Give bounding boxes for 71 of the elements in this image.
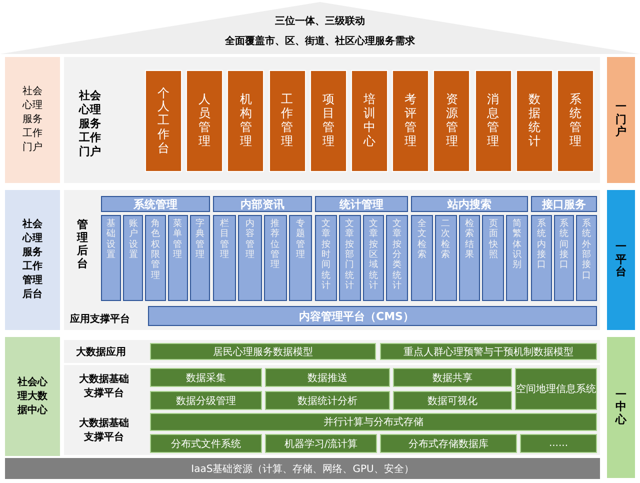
layer-label: 社会心理大数据中心: [5, 337, 60, 456]
feature-box: 系统内接口: [531, 215, 552, 301]
data-module-box: 数据推送: [265, 368, 390, 387]
row-label: 管理后台: [76, 218, 89, 270]
feature-box: 角色权限管理: [145, 215, 166, 301]
module-box: 工作管理: [268, 70, 306, 172]
layer-tag: 一门户: [607, 57, 635, 183]
row-label: 应用支撑平台: [70, 312, 130, 326]
feature-box: 简繁体识别: [506, 215, 528, 301]
module-box: 考评管理: [392, 70, 430, 172]
group-header: 接口服务: [531, 196, 597, 212]
feature-box: 检索结果: [458, 215, 480, 301]
module-box: 机构管理: [227, 70, 264, 172]
module-box: 人员管理: [186, 70, 224, 172]
feature-box: 内容管理: [238, 215, 262, 301]
data-module-box: 数据共享: [393, 368, 512, 387]
row-label: 大数据基础支撑平台: [78, 417, 130, 445]
module-box: 培训中心: [351, 70, 388, 172]
feature-box: 文章按部门统计: [338, 215, 360, 301]
feature-box: 账户设置: [123, 215, 144, 301]
module-box: 数据统计: [516, 70, 553, 172]
layer-panel: [64, 190, 600, 330]
feature-box: 页面快照: [482, 215, 504, 301]
layer-tag: 一中心: [607, 337, 635, 478]
feature-box: 文章按时间统计: [315, 215, 337, 301]
feature-box: 二次检索: [434, 215, 457, 301]
module-box: 个人工作台: [145, 70, 182, 172]
layer-tag: 一平台: [607, 190, 635, 330]
feature-box: 字典管理: [190, 215, 210, 301]
row-label: 社会心理服务工作门户: [78, 89, 102, 159]
data-module-box: 居民心理服务数据模型: [150, 343, 376, 360]
data-module-box: ......: [520, 434, 597, 453]
module-box: 资源管理: [433, 70, 470, 172]
data-module-box: 重点人群心理预警与干预机制数据模型: [380, 343, 597, 360]
data-module-box: 数据可视化: [393, 391, 512, 410]
infrastructure-bar: IaaS基础资源（计算、存储、网络、GPU、安全）: [5, 458, 600, 479]
data-module-box: 空间地理信息系统: [515, 368, 597, 410]
module-box: 系统管理: [557, 70, 594, 172]
feature-box: 专题管理: [288, 215, 312, 301]
data-module-box: 数据采集: [150, 368, 262, 387]
layer-label: 社会心理服务工作门户: [5, 57, 60, 183]
feature-box: 文章按分类统计: [386, 215, 408, 301]
layer-panel: [64, 57, 600, 183]
row-label: 大数据应用: [76, 345, 126, 359]
platform-bar: 内容管理平台（CMS）: [148, 306, 597, 326]
feature-box: 菜单管理: [168, 215, 188, 301]
data-module-box: 机器学习/流计算: [265, 434, 377, 453]
feature-box: 系统外部接口: [576, 215, 597, 301]
data-module-box: 并行计算与分布式存储: [150, 413, 597, 431]
group-header: 统计管理: [315, 196, 408, 212]
feature-box: 栏目管理: [213, 215, 236, 301]
row-label: 大数据基础支撑平台: [78, 373, 130, 401]
data-module-box: 数据统计分析: [265, 391, 390, 410]
feature-box: 全文检索: [411, 215, 433, 301]
group-header: 内部资讯: [213, 196, 312, 212]
data-module-box: 分布式存储数据库: [380, 434, 517, 453]
heading-text: 三位一体、三级联动: [274, 14, 366, 28]
group-header: 站内搜索: [411, 196, 528, 212]
feature-box: 文章按区域统计: [362, 215, 384, 301]
heading-text: 全面覆盖市、区、街道、社区心理服务需求: [224, 34, 416, 48]
feature-box: 系统间接口: [554, 215, 574, 301]
module-box: 消息管理: [474, 70, 512, 172]
module-box: 项目管理: [310, 70, 347, 172]
layer-panel: [64, 365, 600, 455]
layer-label: 社会心理服务工作管理后台: [5, 190, 60, 330]
feature-box: 基础设置: [101, 215, 122, 301]
layer-panel: [64, 340, 600, 363]
data-module-box: 数据分级管理: [150, 391, 262, 410]
data-module-box: 分布式文件系统: [150, 434, 262, 453]
group-header: 系统管理: [101, 196, 210, 212]
feature-box: 推荐位管理: [264, 215, 287, 301]
